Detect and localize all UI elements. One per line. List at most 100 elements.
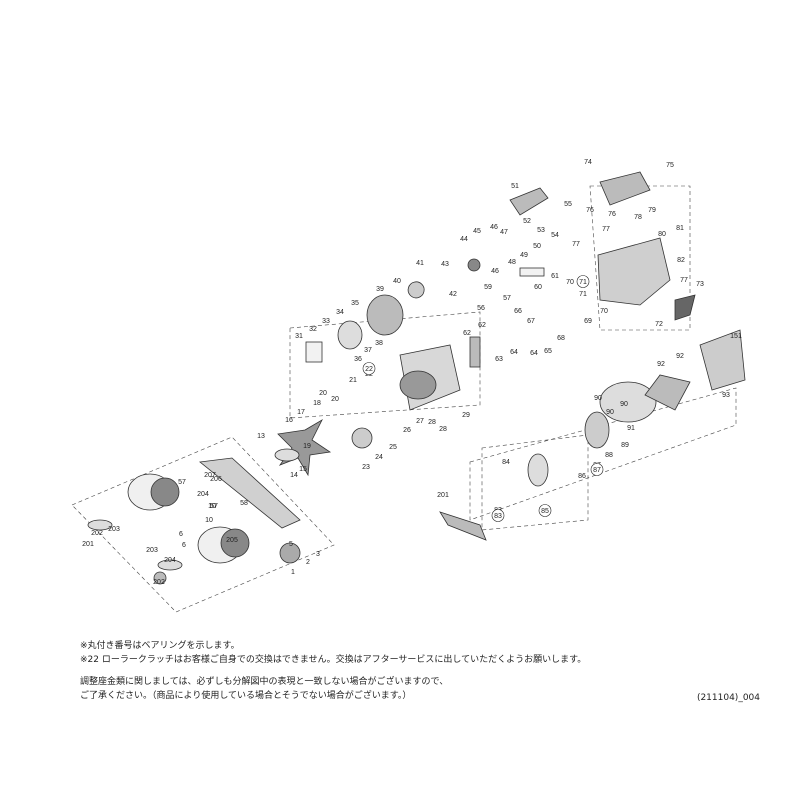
part-label: 3 bbox=[316, 551, 320, 558]
part-label: 20 bbox=[319, 390, 327, 397]
part-label: 71 bbox=[579, 291, 587, 298]
spool-assembly bbox=[439, 258, 610, 541]
part-label: 69 bbox=[584, 318, 592, 325]
part-label: 43 bbox=[441, 261, 449, 268]
part-label: 90 bbox=[594, 395, 602, 402]
part-label: 6 bbox=[182, 542, 186, 549]
bearing-labels: 22 71 83 85 87 bbox=[362, 275, 604, 522]
part-label: 40 bbox=[393, 278, 401, 285]
part-label: 201 bbox=[437, 492, 449, 499]
part-label: 64 bbox=[530, 350, 538, 357]
part-label: 32 bbox=[309, 326, 317, 333]
part-label: 37 bbox=[364, 347, 372, 354]
part-label: 34 bbox=[336, 309, 344, 316]
bearing-circle bbox=[590, 463, 604, 476]
part-label: 58 bbox=[240, 500, 248, 507]
part-label: 46 bbox=[491, 268, 499, 275]
part-label: 88 bbox=[605, 452, 613, 459]
bearing-label: 22 bbox=[365, 366, 373, 373]
part-label: 206 bbox=[210, 476, 222, 483]
part-label: 47 bbox=[500, 229, 508, 236]
part-label: 76 bbox=[608, 211, 616, 218]
part-label: 39 bbox=[376, 286, 384, 293]
part-label: 66 bbox=[514, 308, 522, 315]
bearing-label: 87 bbox=[593, 467, 601, 474]
part-label: 57 bbox=[503, 295, 511, 302]
part-label: 5 bbox=[289, 541, 293, 548]
part-label: 41 bbox=[416, 260, 424, 267]
part-label: 64 bbox=[510, 349, 518, 356]
note-line-1: ※丸付き番号はベアリングを示します。 bbox=[80, 641, 240, 651]
part-label: 21 bbox=[349, 377, 357, 384]
handle-assembly bbox=[87, 457, 301, 585]
part-label: 62 bbox=[478, 322, 486, 329]
bearing-circle bbox=[362, 362, 376, 375]
part-label: 59 bbox=[484, 284, 492, 291]
part-label: 56 bbox=[477, 305, 485, 312]
part-label: 91 bbox=[627, 425, 635, 432]
part-label: 24 bbox=[375, 454, 383, 461]
part-label: 79 bbox=[648, 207, 656, 214]
part-label: 46 bbox=[490, 224, 498, 231]
part-number-labels: 1235661010131415161718192020212223242526… bbox=[82, 159, 742, 586]
bearing-label: 71 bbox=[579, 279, 587, 286]
part-label: 10 bbox=[205, 517, 213, 524]
part-label: 26 bbox=[403, 427, 411, 434]
note-line-4: ご了承ください。（商品により使用している場合とそうでない場合がございます。） bbox=[80, 690, 412, 701]
part-label: 80 bbox=[658, 231, 666, 238]
part-label: 19 bbox=[303, 443, 311, 450]
note-line-2: ※22 ローラークラッチはお客様ご自身での交換はできません。交換はアフターサービ… bbox=[80, 654, 587, 665]
part-label: 52 bbox=[523, 218, 531, 225]
part-label: 63 bbox=[495, 356, 503, 363]
part-label: 35 bbox=[351, 300, 359, 307]
part-label: 13 bbox=[257, 433, 265, 440]
bearing-label: 83 bbox=[494, 513, 502, 520]
part-label: 70 bbox=[600, 308, 608, 315]
part-label: 78 bbox=[634, 214, 642, 221]
handle-group-boundary bbox=[71, 436, 335, 613]
part-label: 25 bbox=[389, 444, 397, 451]
bearing-circle bbox=[576, 275, 590, 288]
part-label: 67 bbox=[527, 318, 535, 325]
part-label: 61 bbox=[551, 273, 559, 280]
part-label: 202 bbox=[91, 530, 103, 537]
part-label: 65 bbox=[544, 348, 552, 355]
bearing-label: 85 bbox=[541, 508, 549, 515]
part-label: 54 bbox=[551, 232, 559, 239]
part-label: 72 bbox=[655, 321, 663, 328]
part-label: 16 bbox=[285, 417, 293, 424]
part-label: 77 bbox=[680, 277, 688, 284]
part-label: 93 bbox=[722, 392, 730, 399]
part-label: 77 bbox=[602, 226, 610, 233]
part-label: 27 bbox=[416, 418, 424, 425]
drive-group-boundary bbox=[289, 311, 481, 419]
part-label: 89 bbox=[621, 442, 629, 449]
part-label: 201 bbox=[82, 541, 94, 548]
part-label: 42 bbox=[449, 291, 457, 298]
part-label: 45 bbox=[473, 228, 481, 235]
part-label: 203 bbox=[146, 547, 158, 554]
spool-assembly-boundary bbox=[481, 434, 589, 531]
part-label: 77 bbox=[572, 241, 580, 248]
part-label: 92 bbox=[676, 353, 684, 360]
part-label: 75 bbox=[666, 162, 674, 169]
frame-group-boundary bbox=[589, 185, 691, 331]
part-label: 57 bbox=[178, 479, 186, 486]
part-label: 20 bbox=[331, 396, 339, 403]
part-label: 38 bbox=[375, 340, 383, 347]
part-label: 82 bbox=[677, 257, 685, 264]
notes-block: ※丸付き番号はベアリングを示します。 ※22 ローラークラッチはお客様ご自身での… bbox=[80, 640, 760, 703]
part-label: 207 bbox=[204, 472, 216, 479]
part-label: 31 bbox=[295, 333, 303, 340]
part-label: 202 bbox=[153, 579, 165, 586]
part-label: 60 bbox=[534, 284, 542, 291]
part-label: 53 bbox=[537, 227, 545, 234]
part-label: 15 bbox=[299, 466, 307, 473]
bearing-circle bbox=[538, 504, 552, 517]
part-label: 36 bbox=[354, 356, 362, 363]
part-label: 28 bbox=[428, 419, 436, 426]
part-label: 33 bbox=[322, 318, 330, 325]
part-label: 205 bbox=[226, 537, 238, 544]
part-label: 1 bbox=[291, 569, 295, 576]
document-code: (211104)_004 bbox=[696, 693, 760, 703]
